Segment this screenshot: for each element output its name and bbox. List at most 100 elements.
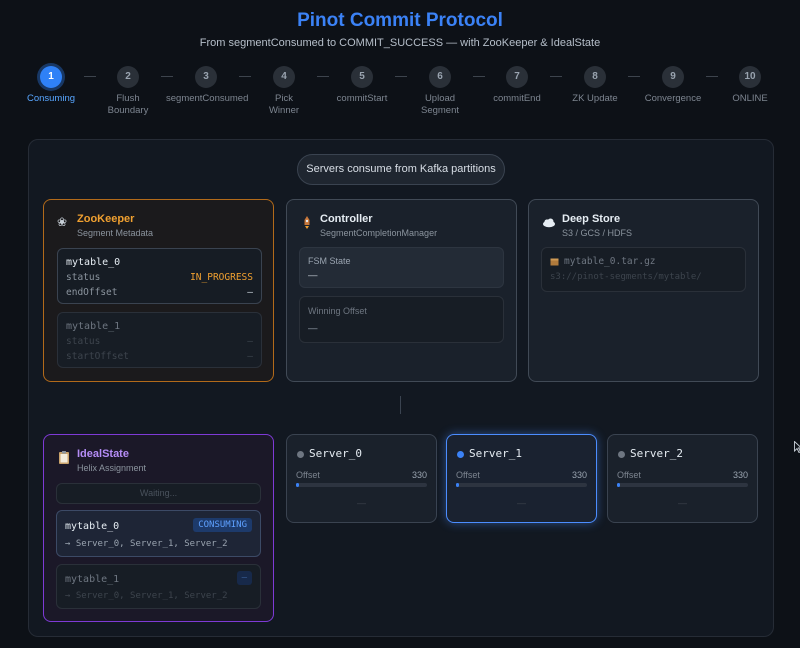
server-name: Server_0 — [309, 447, 362, 460]
zookeeper-title: ZooKeeper — [77, 213, 135, 225]
zk-status-value: — — [247, 336, 253, 347]
offset-progress-bar — [617, 483, 748, 487]
idealstate-title: IdealState — [77, 448, 129, 460]
step-3[interactable]: 3 segmentConsumed — [166, 66, 249, 105]
status-badge: — — [236, 571, 252, 585]
status-pill: Servers consume from Kafka partitions — [297, 154, 505, 185]
step-label: ZK Update — [572, 93, 618, 104]
offset-value: 330 — [411, 470, 427, 480]
status-badge: CONSUMING — [193, 518, 252, 532]
herb-icon: ❀ — [57, 215, 68, 229]
step-connector — [239, 76, 251, 77]
idealstate-segment-mytable-0: mytable_0 CONSUMING → Server_0, Server_1… — [56, 510, 261, 557]
fsm-state-label: FSM State — [308, 256, 351, 266]
segment-file-name: mytable_0.tar.gz — [564, 256, 656, 267]
step-label: Flush Boundary — [107, 93, 149, 116]
zk-segment-mytable-0: mytable_0 status IN_PROGRESS endOffset — — [57, 248, 262, 304]
fsm-state-value: — — [308, 270, 318, 281]
step-connector — [628, 76, 640, 77]
offset-progress-bar — [456, 483, 587, 487]
step-number: 2 — [117, 66, 139, 88]
offset-progress-fill — [296, 483, 299, 487]
server-status: — — [678, 498, 687, 508]
server-card-2[interactable]: Server_2 Offset 330 — — [607, 434, 758, 523]
idealstate-segment-name: mytable_1 — [65, 574, 120, 585]
deep-store-title: Deep Store — [562, 213, 621, 225]
offset-progress-fill — [456, 483, 459, 487]
step-connector — [472, 76, 485, 77]
step-connector — [317, 76, 329, 77]
step-number: 3 — [195, 66, 217, 88]
step-label: ONLINE — [732, 93, 768, 104]
offset-value: 330 — [571, 470, 587, 480]
idealstate-segment-servers: → Server_0, Server_1, Server_2 — [65, 591, 228, 601]
offset-label: Offset — [456, 470, 480, 480]
controller-subtitle: SegmentCompletionManager — [320, 228, 438, 238]
step-label: segmentConsumed — [166, 93, 249, 104]
offset-value: 330 — [732, 470, 748, 480]
zk-status-key: status — [66, 336, 101, 347]
step-label: Convergence — [644, 93, 702, 104]
server-status: — — [517, 498, 526, 508]
step-number: 7 — [506, 66, 528, 88]
step-label: commitEnd — [493, 93, 541, 104]
step-7[interactable]: 7 commitEnd — [477, 66, 557, 105]
idealstate-subtitle: Helix Assignment — [77, 463, 147, 473]
connector-line — [400, 396, 401, 414]
step-label: commitStart — [336, 93, 388, 104]
zk-endoffset-value: — — [247, 287, 253, 298]
deep-store-card: Deep Store S3 / GCS / HDFS mytable_0.tar… — [528, 199, 759, 382]
step-number: 6 — [429, 66, 451, 88]
step-connector — [83, 76, 96, 77]
zk-segment-name: mytable_1 — [66, 321, 121, 332]
zk-segment-name: mytable_0 — [66, 257, 121, 268]
zookeeper-subtitle: Segment Metadata — [77, 228, 154, 238]
zk-startoffset-value: — — [247, 351, 253, 362]
cloud-icon — [542, 215, 556, 229]
zk-status-key: status — [66, 272, 101, 283]
clipboard-icon — [57, 450, 71, 464]
package-icon — [550, 257, 559, 269]
status-dot — [297, 451, 304, 458]
winning-offset-box: Winning Offset — — [299, 296, 504, 343]
deep-store-subtitle: S3 / GCS / HDFS — [562, 228, 633, 238]
step-number: 8 — [584, 66, 606, 88]
server-card-0[interactable]: Server_0 Offset 330 — — [286, 434, 437, 523]
fsm-state-box: FSM State — — [299, 247, 504, 288]
zk-status-value: IN_PROGRESS — [190, 272, 253, 283]
offset-progress-bar — [296, 483, 427, 487]
step-connector — [395, 76, 407, 77]
controller-title: Controller — [320, 213, 373, 225]
segment-file-path: s3://pinot-segments/mytable/ — [550, 272, 702, 282]
server-name: Server_2 — [630, 447, 683, 460]
step-8[interactable]: 8 ZK Update — [555, 66, 635, 105]
idealstate-segment-name: mytable_0 — [65, 521, 120, 532]
step-number: 4 — [273, 66, 295, 88]
idealstate-segment-servers: → Server_0, Server_1, Server_2 — [65, 539, 228, 549]
status-dot — [618, 451, 625, 458]
page-title: Pinot Commit Protocol — [297, 10, 503, 31]
step-number: 9 — [662, 66, 684, 88]
controller-card: Controller SegmentCompletionManager FSM … — [286, 199, 517, 382]
step-connector — [550, 76, 562, 77]
rocket-icon — [300, 215, 314, 229]
server-status: — — [357, 498, 366, 508]
offset-progress-fill — [617, 483, 620, 487]
zk-startoffset-key: startOffset — [66, 351, 129, 362]
step-label: Upload Segment — [420, 93, 460, 116]
zk-segment-mytable-1: mytable_1 status — startOffset — — [57, 312, 262, 368]
step-label: Pick Winner — [268, 93, 300, 116]
step-connector — [161, 76, 173, 77]
offset-label: Offset — [296, 470, 320, 480]
server-card-1[interactable]: Server_1 Offset 330 — — [446, 434, 597, 523]
step-label: Consuming — [26, 93, 76, 104]
waiting-indicator: Waiting... — [56, 483, 261, 504]
